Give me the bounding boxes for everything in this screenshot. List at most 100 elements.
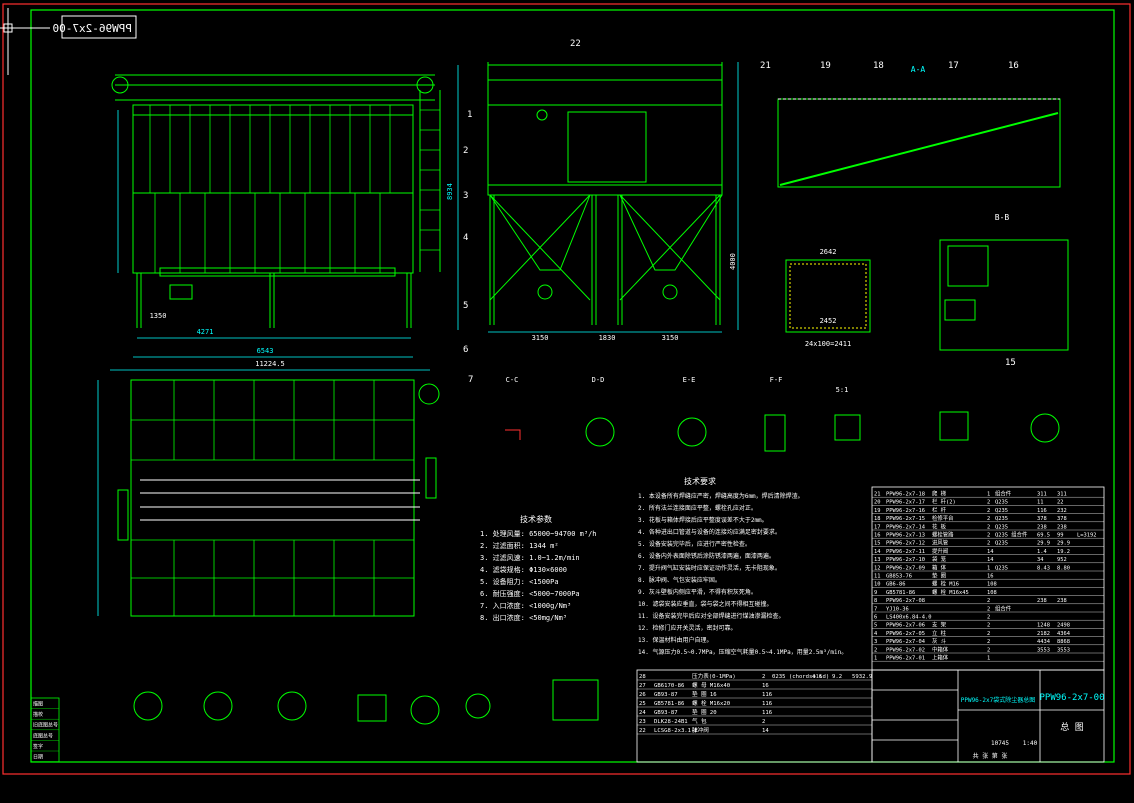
tech-req-title: 技术要求 — [684, 476, 716, 486]
parts-cell: 25 — [639, 701, 646, 707]
parts-cell: PPW96-2x7-09 — [886, 565, 925, 571]
parts-cell: 23 — [639, 719, 646, 725]
number-stamp: PPW96-2x7-00 — [53, 15, 137, 39]
tech-req-4: 4. 各种进出口管道与设备的连接均应满足密封要求。 — [638, 528, 781, 536]
parts-cell: 22 — [639, 728, 646, 734]
parts-cell: PPW96-2x7-18 — [886, 492, 925, 498]
weight-value: 10745 — [991, 740, 1009, 747]
parts-cell: 9.2 — [832, 674, 842, 680]
tech-req-3: 3. 花板与箱体焊接后应平整度误差不大于2mm。 — [638, 516, 768, 524]
parts-cell: 8.43 — [1037, 565, 1050, 571]
tech-param-1: 1. 处理风量: 65000~94700 m³/h — [480, 529, 597, 538]
parts-cell: GB6170-86 — [654, 683, 684, 689]
parts-cell: 2 — [987, 606, 990, 612]
parts-cell: 13 — [874, 557, 881, 563]
margin-cell: 日期 — [33, 755, 43, 761]
parts-cell: 311 — [1057, 492, 1067, 498]
tech-params-block: 技术参数 1. 处理风量: 65000~94700 m³/h 2. 过滤面积: … — [480, 514, 597, 622]
front-view — [111, 74, 441, 328]
margin-cell: 旧底图总号 — [33, 722, 58, 729]
parts-cell: DLK28-24B1 — [654, 719, 688, 725]
tech-req-14: 14. 气源压力0.5~0.7MPa，压缩空气耗量0.5~4.1MPa，用量2.… — [638, 648, 847, 656]
parts-cell: 311 — [1037, 492, 1047, 498]
balloon-21: 21 — [760, 61, 771, 71]
parts-cell: 34 — [1037, 557, 1044, 563]
parts-cell: 108 — [987, 582, 997, 588]
tech-req-13: 13. 保温材料由用户自理。 — [638, 636, 712, 644]
tech-req-5: 5. 设备安装完毕后，应进行严密性检查。 — [638, 540, 751, 548]
parts-cell: PPW96-2x7-13 — [886, 533, 925, 539]
parts-cell: 17 — [874, 524, 881, 530]
box-detail-view — [785, 259, 871, 333]
parts-cell: 2 — [987, 541, 990, 547]
parts-cell: 脉冲阀 — [692, 726, 709, 734]
parts-cell: 2 — [987, 615, 990, 621]
parts-cell: 螺栓管路 — [932, 531, 954, 539]
side-view-dimensions — [488, 62, 739, 333]
parts-cell: 2498 — [1057, 623, 1070, 629]
parts-cell: 2 — [987, 533, 990, 539]
dim-side-mid: 1830 — [599, 334, 616, 342]
parts-cell: 29.9 — [1057, 541, 1070, 547]
parts-cell: PPW96-2x7-12 — [886, 541, 925, 547]
sheet-label: 总 图 — [1060, 721, 1083, 733]
section-dd-label: D-D — [592, 376, 605, 384]
parts-cell: 116 — [1037, 508, 1047, 514]
side-view-balloons: 22 21 7 — [468, 39, 771, 385]
parts-cell: 螺 栓 M16x20 — [692, 699, 730, 707]
parts-cell: 16 — [874, 533, 881, 539]
dim-front-width: 6543 — [257, 347, 274, 355]
parts-cell: 2 — [762, 674, 765, 680]
parts-cell: 螺 母 M16x40 — [692, 681, 730, 689]
parts-cell: 气 包 — [692, 717, 707, 725]
crosshair-cursor-icon[interactable] — [0, 8, 50, 75]
parts-cell: 9 — [874, 590, 877, 596]
parts-cell: 3553 — [1037, 647, 1050, 653]
parts-cell: PPW96-2x7-06 — [886, 623, 925, 629]
parts-cell: GB6-86 — [886, 582, 905, 588]
parts-cell: 14 — [987, 549, 994, 555]
parts-cell: 4 — [874, 631, 877, 637]
parts-cell: Q235 — [995, 516, 1008, 522]
parts-cell: 3 — [874, 639, 877, 645]
parts-cell: PPW96-2x7-17 — [886, 500, 925, 506]
parts-cell: 0235 (chordsolid) — [772, 674, 829, 680]
tech-param-8: 8. 出口浓度: <50mg/Nm³ — [480, 613, 567, 622]
parts-cell: 螺 栓 M16 — [932, 580, 959, 588]
parts-cell: 378 — [1057, 516, 1067, 522]
balloon-4: 4 — [463, 233, 468, 243]
parts-cell: GB5781-86 — [654, 701, 684, 707]
parts-cell: GB93-87 — [654, 710, 678, 716]
parts-cell: 1248 — [1037, 623, 1050, 629]
parts-cell: 24 — [639, 710, 646, 716]
dim-plan-width: 11224.5 — [255, 360, 285, 368]
parts-cell: 箱 体 — [932, 563, 947, 571]
parts-cell: 2 — [987, 524, 990, 530]
parts-cell: 中箱体 — [932, 645, 949, 653]
parts-cell: Q235 — [995, 508, 1008, 514]
margin-cell: 签字 — [33, 743, 43, 750]
parts-cell: LS400x6.84-4.0 — [886, 615, 931, 621]
dim-height-total: 8934 — [446, 183, 454, 200]
parts-cell: 支 架 — [932, 621, 947, 629]
section-bb-label: B-B — [995, 213, 1010, 222]
tech-param-6: 6. 耐压强度: <5000~7000Pa — [480, 589, 580, 598]
parts-cell: 上箱体 — [932, 654, 949, 662]
balloon-3: 3 — [463, 191, 468, 201]
balloon-2: 2 — [463, 146, 468, 156]
tech-req-7: 7. 提升阀气缸安装时应保证动作灵活，无卡阻现象。 — [638, 564, 781, 572]
parts-cell: 压力表(0-1MPa) — [692, 672, 736, 680]
parts-cell: 10 — [874, 582, 881, 588]
tech-param-7: 7. 入口浓度: <1000g/Nm³ — [480, 601, 571, 610]
tech-param-4: 4. 滤袋规格: Φ130×6000 — [480, 565, 567, 574]
parts-cell: 26 — [639, 692, 646, 698]
tech-req-6: 6. 设备内外表面除锈后涂防锈漆两遍，面漆两遍。 — [638, 552, 775, 560]
parts-cell: 16 — [762, 683, 769, 689]
tech-param-3: 3. 过滤风速: 1.0~1.2m/min — [480, 553, 580, 562]
plan-view-dimensions — [97, 369, 430, 616]
parts-cell: 5 — [874, 623, 877, 629]
parts-cell: 19.2 — [1057, 549, 1070, 555]
parts-cell: 2 — [874, 647, 877, 653]
